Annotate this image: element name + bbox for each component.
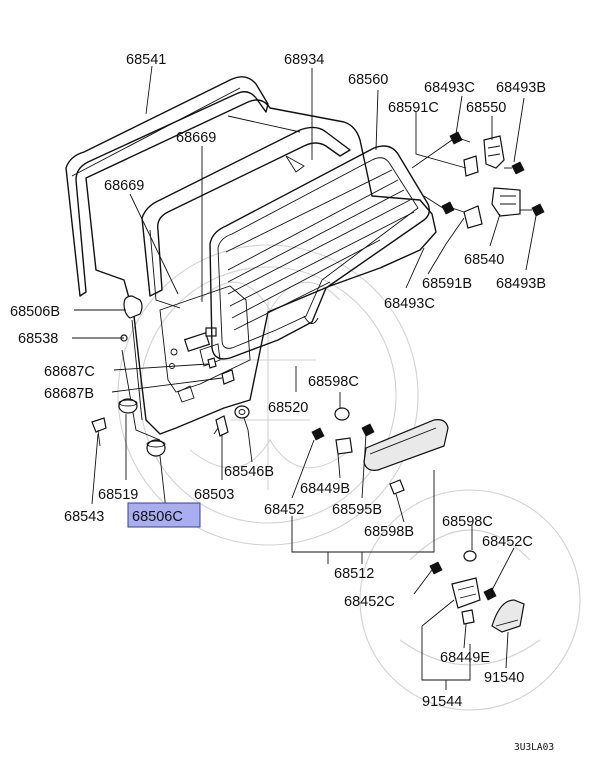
liftgate-window-glass — [209, 145, 431, 360]
label-68934[interactable]: 68934 — [284, 52, 324, 68]
label-68452C-a[interactable]: 68452C — [482, 534, 533, 550]
label-68506C[interactable]: 68506C — [132, 509, 183, 525]
diagram-code: 3U3LA03 — [514, 742, 554, 753]
label-68595B[interactable]: 68595B — [332, 502, 382, 518]
label-91544[interactable]: 91544 — [422, 694, 462, 710]
label-68449B[interactable]: 68449B — [300, 481, 350, 497]
label-68540[interactable]: 68540 — [464, 252, 504, 268]
label-68669-b[interactable]: 68669 — [104, 178, 144, 194]
label-68598C-a[interactable]: 68598C — [308, 374, 359, 390]
highlight-box-68506C — [127, 502, 201, 528]
label-68493C-top[interactable]: 68493C — [424, 80, 475, 96]
label-68591B[interactable]: 68591B — [422, 276, 472, 292]
watermark-emblem — [117, 244, 581, 711]
glass-hinge-parts — [411, 131, 545, 229]
part-labels: 68541 68934 68560 68493C 68493B 68591C 6… — [10, 52, 554, 753]
label-68598C-b[interactable]: 68598C — [442, 514, 493, 530]
label-68550[interactable]: 68550 — [466, 100, 506, 116]
garnish-and-handle-parts — [311, 407, 525, 633]
label-68506B[interactable]: 68506B — [10, 304, 60, 320]
tailgate-loose-parts — [91, 295, 250, 457]
label-68512[interactable]: 68512 — [334, 566, 374, 582]
label-68687C[interactable]: 68687C — [44, 364, 95, 380]
label-68493B-mid[interactable]: 68493B — [496, 276, 546, 292]
label-68493B-top[interactable]: 68493B — [496, 80, 546, 96]
label-68452[interactable]: 68452 — [264, 502, 304, 518]
label-68520[interactable]: 68520 — [268, 400, 308, 416]
label-68560[interactable]: 68560 — [348, 72, 388, 88]
label-68449E[interactable]: 68449E — [440, 650, 490, 666]
label-68687B[interactable]: 68687B — [44, 386, 94, 402]
label-68503[interactable]: 68503 — [194, 487, 234, 503]
label-91540[interactable]: 91540 — [484, 670, 524, 686]
label-68546B[interactable]: 68546B — [224, 464, 274, 480]
leader-lines — [72, 65, 537, 690]
label-68452C-b[interactable]: 68452C — [344, 594, 395, 610]
label-68669-a[interactable]: 68669 — [176, 130, 216, 146]
label-68598B[interactable]: 68598B — [364, 524, 414, 540]
tailgate-weatherstrip — [65, 76, 269, 297]
label-68493C-mid[interactable]: 68493C — [384, 296, 435, 312]
label-68538[interactable]: 68538 — [18, 331, 58, 347]
label-68591C[interactable]: 68591C — [388, 100, 439, 116]
label-68519[interactable]: 68519 — [98, 487, 138, 503]
label-68543[interactable]: 68543 — [64, 509, 104, 525]
label-68541[interactable]: 68541 — [126, 52, 166, 68]
